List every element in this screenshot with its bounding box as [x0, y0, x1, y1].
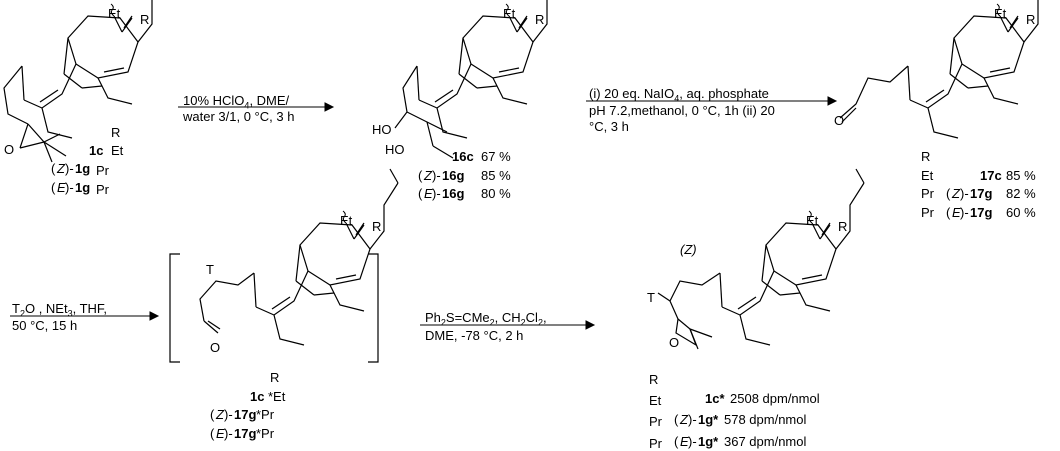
aldehyde-o-label-2: O: [210, 340, 221, 355]
compound-label: 1g*: [698, 412, 719, 427]
left-bracket: [169, 253, 180, 363]
compound-label: 16c: [452, 149, 474, 164]
compound-label: 1c: [250, 389, 265, 404]
compound-label: 16g: [442, 186, 465, 201]
r-value: Pr: [921, 205, 934, 220]
reaction-arrows: [10, 96, 838, 330]
tritium-label-2: T: [647, 290, 655, 305]
r-label-3: R: [1026, 12, 1036, 27]
compound-label: 1g*: [698, 434, 719, 449]
r-value: Pr: [649, 414, 662, 429]
epoxide-o-label-2: O: [669, 335, 680, 350]
compound-label: 17c: [980, 168, 1002, 183]
ho-label-b: HO: [385, 142, 405, 157]
r-value: *Et: [268, 389, 286, 404]
arrow3-conditions-line1: T2O , NEt3, THF,: [12, 301, 108, 319]
compound-label: 17g: [970, 186, 993, 201]
arrow1-reagents-line2: water 3/1, 0 °C, 3 h: [183, 109, 295, 124]
tritiated-epoxide-structure: [657, 168, 865, 350]
et-label-2: Et: [503, 6, 516, 21]
r-value: Et: [649, 393, 662, 408]
et-label-1: Et: [108, 6, 121, 21]
r-label-4: R: [372, 219, 382, 234]
tritium-label-1: T: [206, 262, 214, 277]
r-value: Pr: [96, 182, 109, 197]
compound-label: 1c*: [705, 391, 725, 406]
tritiated-aldehyde-structure: [199, 168, 399, 346]
yield-value: 80 %: [481, 186, 511, 201]
product-r-header: R: [649, 372, 659, 387]
yield-value: 85 %: [481, 168, 511, 183]
et-label-3: Et: [994, 6, 1007, 21]
arrow2-conditions-line3: °C, 3 h: [589, 119, 629, 134]
arrow4-conditions-line1: Ph2S=CMe2, CH2Cl2,: [425, 310, 547, 328]
compound-label: 1c: [89, 143, 104, 158]
r-value: Pr: [96, 163, 109, 178]
r-value: *Pr: [256, 426, 275, 441]
r-label-1: R: [140, 12, 150, 27]
r-value: Pr: [921, 186, 934, 201]
r-value: *Pr: [256, 407, 275, 422]
starting-epoxide-structure: [3, 0, 167, 163]
sm-r-header: R: [111, 125, 121, 140]
epoxide-o-label-1: O: [4, 142, 15, 157]
arrow4-conditions-line2: DME, -78 °C, 2 h: [425, 328, 524, 343]
yield-value: 82 %: [1006, 186, 1036, 201]
arrow3-conditions-line2: 50 °C, 15 h: [12, 318, 78, 333]
et-label-4: Et: [340, 213, 353, 228]
yield-value: 67 %: [481, 149, 511, 164]
compound-label: 1g: [75, 161, 91, 176]
et-label-5: Et: [806, 213, 819, 228]
activity-value: 2508 dpm/nmol: [730, 391, 820, 406]
yield-value: 85 %: [1006, 168, 1036, 183]
r-label-2: R: [535, 12, 545, 27]
r-label-5: R: [838, 219, 848, 234]
arrow2-conditions-line1: (i) 20 eq. NaIO4, aq. phosphate: [589, 86, 769, 104]
arrow2-conditions-line2: pH 7.2,methanol, 0 °C, 1h (ii) 20: [589, 103, 775, 118]
aldehyde-structure: [839, 0, 1053, 139]
aldehyde-o-label: O: [834, 113, 845, 128]
diol-structure: [394, 0, 562, 159]
compound-label: 17g: [970, 205, 993, 220]
yield-value: 60 %: [1006, 205, 1036, 220]
ho-label-a: HO: [372, 122, 392, 137]
compound-label: 17g: [234, 426, 257, 441]
r-value: Et: [111, 143, 124, 158]
activity-value: 367 dpm/nmol: [724, 434, 807, 449]
right-bracket: [368, 253, 379, 363]
arrow1-reagents-line1: 10% HClO4, DME/: [183, 93, 290, 111]
compound-label: 16g: [442, 168, 465, 183]
activity-value: 578 dpm/nmol: [724, 412, 807, 427]
aldehyde-r-header: R: [921, 149, 931, 164]
r-value: Et: [921, 168, 934, 183]
bracket-r-header: R: [270, 370, 280, 385]
compound-label: 1g: [75, 180, 91, 195]
r-value: Pr: [649, 436, 662, 451]
compound-label: 17g: [234, 407, 257, 422]
z-stereo-label: (Z): [680, 242, 697, 257]
